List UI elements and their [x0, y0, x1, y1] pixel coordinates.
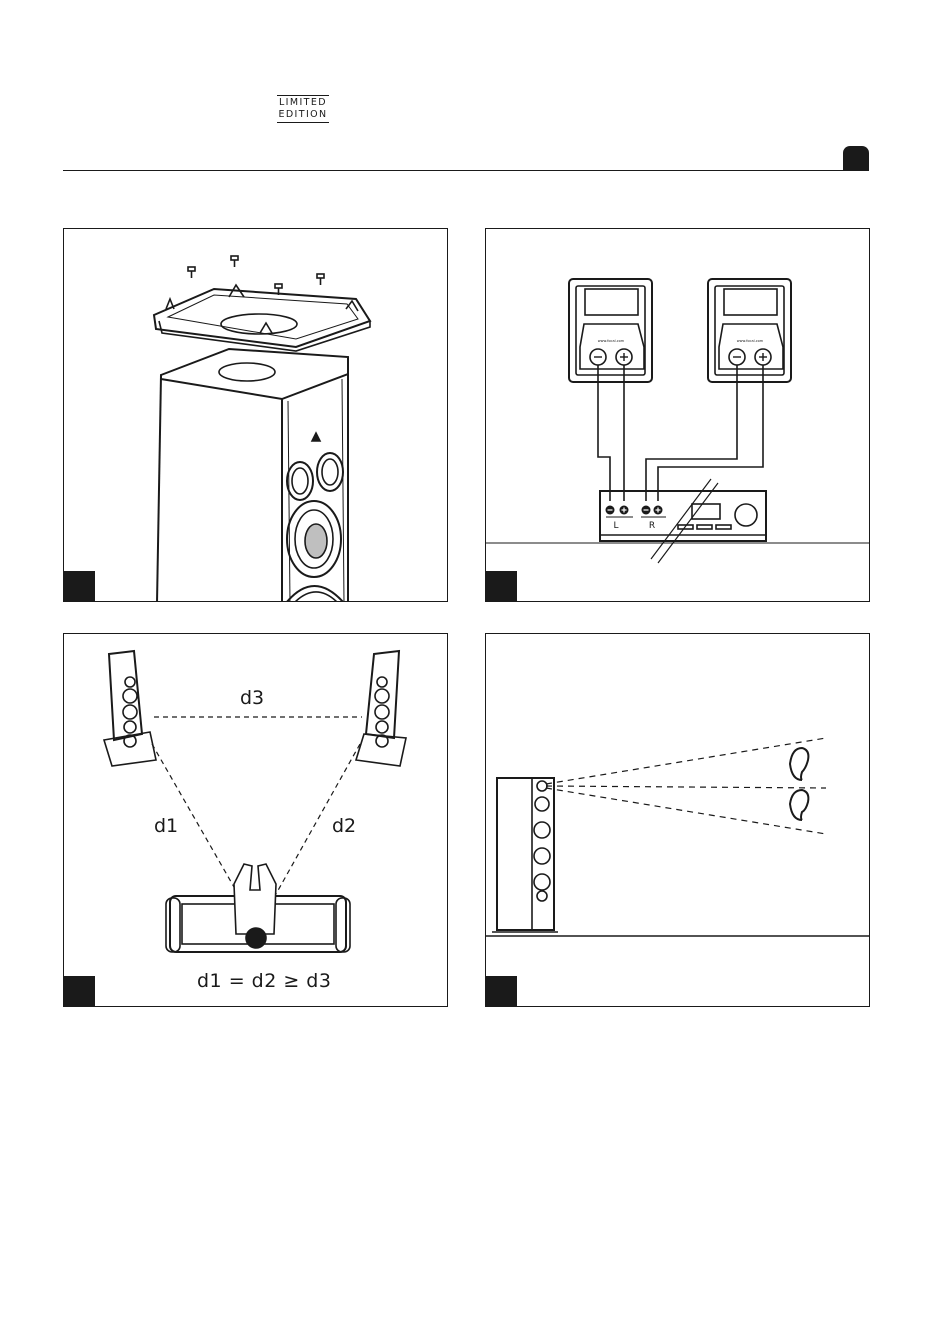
- channel-label-right: R: [649, 521, 655, 531]
- stand-assembly-illustration: [64, 229, 448, 602]
- wiring-illustration: www.focal.com www.focal.com L R: [486, 229, 870, 602]
- listening-height-illustration: [486, 634, 870, 1007]
- figure-number-badge: [486, 571, 517, 601]
- channel-label-left: L: [613, 521, 618, 531]
- figure-number-badge: [64, 571, 95, 601]
- ear-icon: [790, 748, 808, 780]
- terminal-url-left: www.focal.com: [598, 339, 625, 343]
- terminal-url-right: www.focal.com: [737, 339, 764, 343]
- figure-listening-height: [485, 633, 870, 1007]
- screw-icon: [231, 256, 238, 267]
- distance-formula: d1 = d2 ≥ d3: [197, 970, 331, 992]
- figure-wiring-diagram: www.focal.com www.focal.com L R: [485, 228, 870, 602]
- ear-icon: [790, 790, 808, 820]
- label-d1: d1: [154, 815, 178, 837]
- language-tab: [843, 146, 869, 170]
- logo-line-1: LIMITED: [277, 97, 329, 109]
- figure-listening-triangle: d3 d1 d2 d1 = d2 ≥ d3: [63, 633, 448, 1007]
- screw-icon: [317, 274, 324, 285]
- figure-stand-assembly: [63, 228, 448, 602]
- figure-number-badge: [64, 976, 95, 1006]
- screw-icon: [188, 267, 195, 278]
- limited-edition-logo: LIMITED EDITION: [277, 95, 329, 123]
- figure-number-badge: [486, 976, 517, 1006]
- header-rule: [63, 170, 869, 171]
- logo-line-2: EDITION: [277, 109, 329, 121]
- label-d2: d2: [332, 815, 356, 837]
- label-d3: d3: [240, 687, 264, 709]
